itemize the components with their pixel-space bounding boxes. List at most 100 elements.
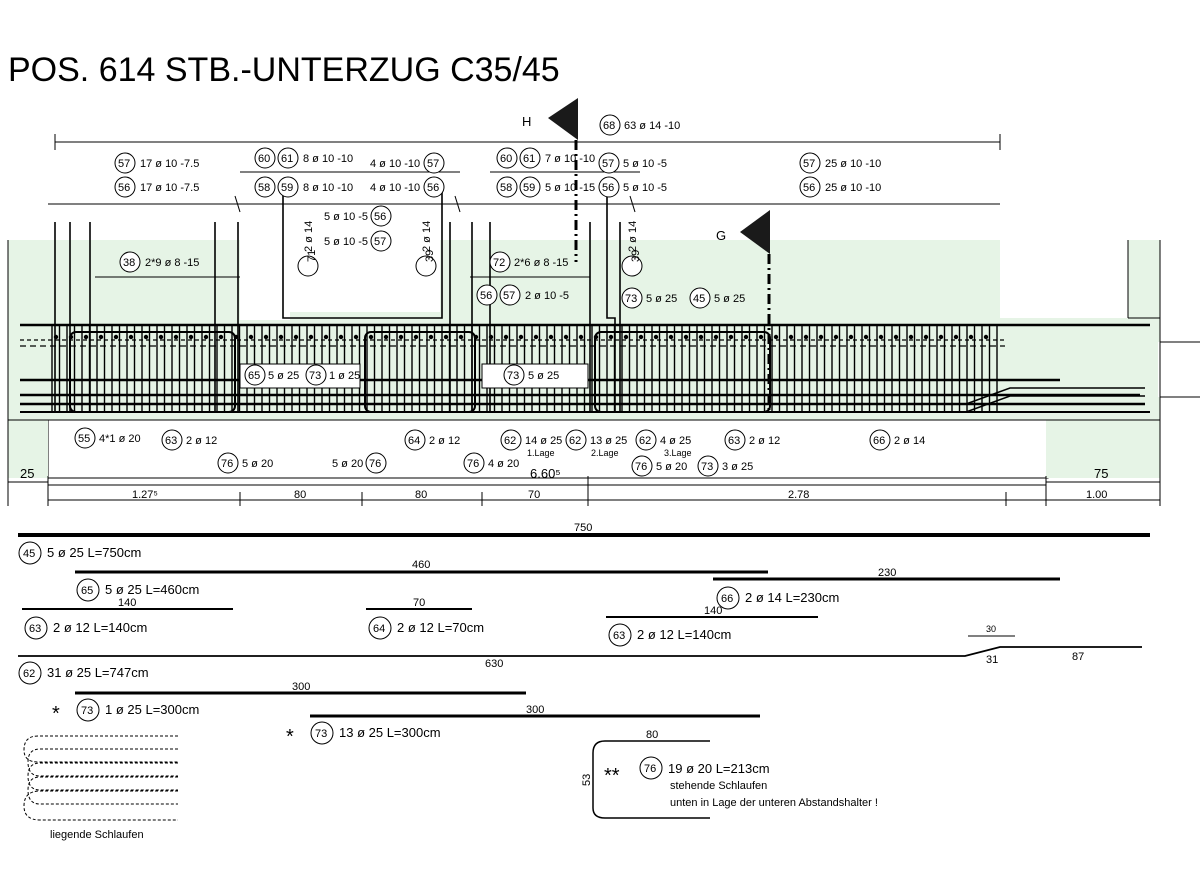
- svg-text:45: 45: [693, 293, 705, 305]
- bar-dot: [938, 334, 944, 340]
- bar-dot: [803, 334, 809, 340]
- svg-text:8 ø 10 -10: 8 ø 10 -10: [303, 182, 353, 194]
- svg-text:2.78: 2.78: [788, 489, 809, 501]
- bar-schedule: [18, 533, 1150, 821]
- svg-text:39: 39: [424, 250, 436, 262]
- bar-dot: [293, 334, 299, 340]
- svg-text:87: 87: [1072, 651, 1084, 663]
- bar-dot: [713, 334, 719, 340]
- bar-dot: [173, 334, 179, 340]
- bar-dot: [983, 334, 989, 340]
- bar-dot: [818, 334, 824, 340]
- bar-dot: [218, 334, 224, 340]
- bar-dot: [443, 334, 449, 340]
- svg-text:25 ø 10 -10: 25 ø 10 -10: [825, 182, 881, 194]
- bar-dot: [413, 334, 419, 340]
- svg-text:2 ø 10 -5: 2 ø 10 -5: [525, 290, 569, 302]
- svg-text:2 ø 14: 2 ø 14: [627, 221, 639, 252]
- svg-text:61: 61: [281, 153, 293, 165]
- svg-text:1 ø 25: 1 ø 25: [329, 370, 360, 382]
- svg-text:6.60⁵: 6.60⁵: [530, 466, 561, 481]
- svg-text:unten in Lage der unteren Abst: unten in Lage der unteren Abstandshalter…: [670, 797, 878, 809]
- svg-text:2 ø 14: 2 ø 14: [421, 221, 433, 252]
- svg-text:2*6 ø 8 -15: 2*6 ø 8 -15: [514, 257, 568, 269]
- bar-dot: [863, 334, 869, 340]
- svg-text:62: 62: [569, 435, 581, 447]
- bar-dot: [728, 334, 734, 340]
- svg-text:**: **: [604, 765, 620, 787]
- bar-dot: [893, 334, 899, 340]
- svg-text:2 ø 12 L=140cm: 2 ø 12 L=140cm: [53, 620, 147, 635]
- svg-text:*: *: [286, 726, 294, 748]
- top-dimension-lines: [48, 134, 1001, 278]
- svg-text:5 ø 20: 5 ø 20: [242, 458, 273, 470]
- bar-dot: [113, 334, 119, 340]
- bar-dot: [968, 334, 974, 340]
- bar-schedule-labels: 750 45 5 ø 25 L=750cm 460 65 5 ø 25 L=46…: [18, 522, 1084, 841]
- svg-text:57: 57: [503, 290, 515, 302]
- svg-text:76: 76: [221, 458, 233, 470]
- svg-text:4 ø 20: 4 ø 20: [488, 458, 519, 470]
- svg-text:750: 750: [574, 522, 592, 534]
- bar-dot: [668, 334, 674, 340]
- bar-dot: [653, 334, 659, 340]
- svg-text:2*9 ø 8 -15: 2*9 ø 8 -15: [145, 257, 199, 269]
- svg-text:61: 61: [523, 153, 535, 165]
- bar-dot: [698, 334, 704, 340]
- bar-dot: [578, 334, 584, 340]
- svg-text:1.27⁵: 1.27⁵: [132, 489, 158, 501]
- svg-text:630: 630: [485, 658, 503, 670]
- svg-text:14 ø 25: 14 ø 25: [525, 435, 562, 447]
- svg-text:2 ø 14: 2 ø 14: [894, 435, 925, 447]
- svg-text:73: 73: [315, 728, 327, 740]
- svg-text:38: 38: [123, 257, 135, 269]
- svg-text:5 ø 10 -5: 5 ø 10 -5: [623, 158, 667, 170]
- svg-text:13 ø 25 L=300cm: 13 ø 25 L=300cm: [339, 725, 441, 740]
- svg-text:68: 68: [603, 120, 615, 132]
- bar-dot: [848, 334, 854, 340]
- svg-text:25 ø 10 -10: 25 ø 10 -10: [825, 158, 881, 170]
- svg-text:80: 80: [415, 489, 427, 501]
- svg-text:8 ø 10 -10: 8 ø 10 -10: [303, 153, 353, 165]
- svg-text:57: 57: [118, 158, 130, 170]
- bar-dot: [953, 334, 959, 340]
- bar-dot: [608, 334, 614, 340]
- svg-text:7 ø 10 -10: 7 ø 10 -10: [545, 153, 595, 165]
- svg-text:1 ø 25 L=300cm: 1 ø 25 L=300cm: [105, 702, 199, 717]
- bar-dot: [383, 334, 389, 340]
- svg-text:4 ø 10 -10: 4 ø 10 -10: [370, 182, 420, 194]
- bar-dot: [743, 334, 749, 340]
- svg-text:55: 55: [78, 433, 90, 445]
- svg-text:64: 64: [373, 623, 385, 635]
- svg-text:63: 63: [728, 435, 740, 447]
- svg-text:liegende Schlaufen: liegende Schlaufen: [50, 829, 144, 841]
- svg-text:73: 73: [81, 705, 93, 717]
- bottom-dimensions: [7, 476, 1161, 506]
- svg-text:57: 57: [374, 236, 386, 248]
- bar-dot: [503, 334, 509, 340]
- svg-text:72: 72: [493, 257, 505, 269]
- svg-text:2 ø 12: 2 ø 12: [186, 435, 217, 447]
- svg-text:71: 71: [306, 250, 318, 262]
- bar-dot: [638, 334, 644, 340]
- svg-text:70: 70: [413, 597, 425, 609]
- svg-text:25: 25: [20, 466, 34, 481]
- svg-text:57: 57: [803, 158, 815, 170]
- longitudinal-bars: [20, 323, 1150, 413]
- hanger-stirrups: [54, 190, 621, 412]
- bar-dot: [908, 334, 914, 340]
- svg-text:58: 58: [500, 182, 512, 194]
- svg-text:57: 57: [427, 158, 439, 170]
- bar-dot: [758, 334, 764, 340]
- svg-text:*: *: [52, 703, 60, 725]
- svg-text:2.Lage: 2.Lage: [591, 448, 619, 458]
- bar-dot: [278, 334, 284, 340]
- svg-text:65: 65: [248, 370, 260, 382]
- svg-text:56: 56: [602, 182, 614, 194]
- svg-text:5 ø 25: 5 ø 25: [528, 370, 559, 382]
- bar-dot: [368, 334, 374, 340]
- bar-dot: [338, 334, 344, 340]
- svg-text:66: 66: [873, 435, 885, 447]
- bar-dot: [878, 334, 884, 340]
- svg-text:1.Lage: 1.Lage: [527, 448, 555, 458]
